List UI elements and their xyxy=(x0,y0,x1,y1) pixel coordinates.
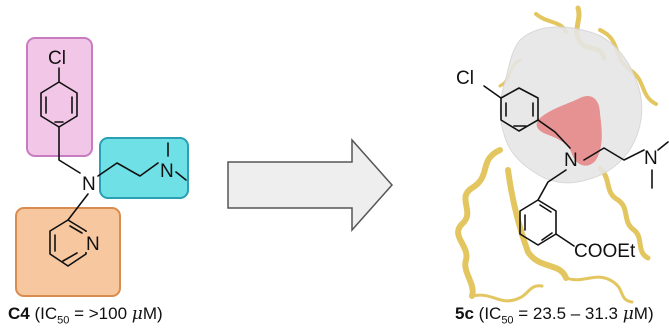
dimethylamine-highlight-box xyxy=(99,137,189,199)
ic-subscript: 50 xyxy=(501,314,514,327)
caption-c4: C4 (IC50 = >100 μM) xyxy=(8,304,163,326)
dimethylamine-nitrogen: N xyxy=(160,161,174,182)
ring-inner-bond xyxy=(69,225,83,234)
unit-mu: μ xyxy=(131,304,143,324)
pyridine-highlight-box xyxy=(15,207,121,297)
caption-open: ( xyxy=(473,304,485,323)
ethyl-linker xyxy=(583,147,645,161)
caption-close: ) xyxy=(157,304,163,323)
transformation-arrow xyxy=(227,138,394,232)
dimethylamine-nitrogen: N xyxy=(644,148,658,169)
chlorine-atom: Cl xyxy=(456,68,474,89)
compound-c4-structure: Cl N N N xyxy=(15,37,189,297)
protein-complex xyxy=(455,5,658,304)
amine-nitrogen: N xyxy=(82,174,96,195)
benzoate-ring xyxy=(519,199,557,246)
ethyl-linker xyxy=(97,162,159,177)
binding-pocket xyxy=(536,95,602,166)
pyridine-ring xyxy=(49,219,87,267)
benzyl-linker xyxy=(537,119,571,149)
cl-bond xyxy=(483,85,502,99)
n-pyridine-bond xyxy=(67,193,89,221)
unit-m: M xyxy=(142,304,157,323)
ring-inner-bond xyxy=(62,252,78,262)
unit-mu: μ xyxy=(622,304,634,324)
compound-label: 5c xyxy=(455,304,474,323)
pyridine-n-mask xyxy=(84,232,102,252)
ring-inner-bond xyxy=(541,232,553,241)
ring-inner-bond xyxy=(539,204,552,213)
caption-close: ) xyxy=(647,304,654,323)
ic-value: = 23.5 – 31.3 xyxy=(513,304,623,323)
ester-bond xyxy=(555,233,575,247)
methyl-bond xyxy=(657,141,669,151)
chlorine-atom: Cl xyxy=(48,48,66,69)
compound-label: C4 xyxy=(8,304,30,323)
ic-subscript: 50 xyxy=(57,314,70,327)
caption-5c: 5c (IC50 = 23.5 – 31.3 μM) xyxy=(455,304,654,326)
benzyl-linker xyxy=(58,126,81,174)
ic-prefix: IC xyxy=(40,304,58,323)
pyridine-nitrogen: N xyxy=(86,234,100,255)
unit-m: M xyxy=(633,304,648,323)
methyl-bond xyxy=(175,171,187,181)
compound-5c-structure: Cl N N COOEt xyxy=(456,68,669,262)
amine-nitrogen: N xyxy=(564,150,578,171)
ic-prefix: IC xyxy=(484,304,502,323)
caption-open: ( xyxy=(29,304,41,323)
ic-value: = >100 xyxy=(69,304,132,323)
benzyl-linker-2 xyxy=(537,169,567,201)
ester-group: COOEt xyxy=(574,241,636,262)
